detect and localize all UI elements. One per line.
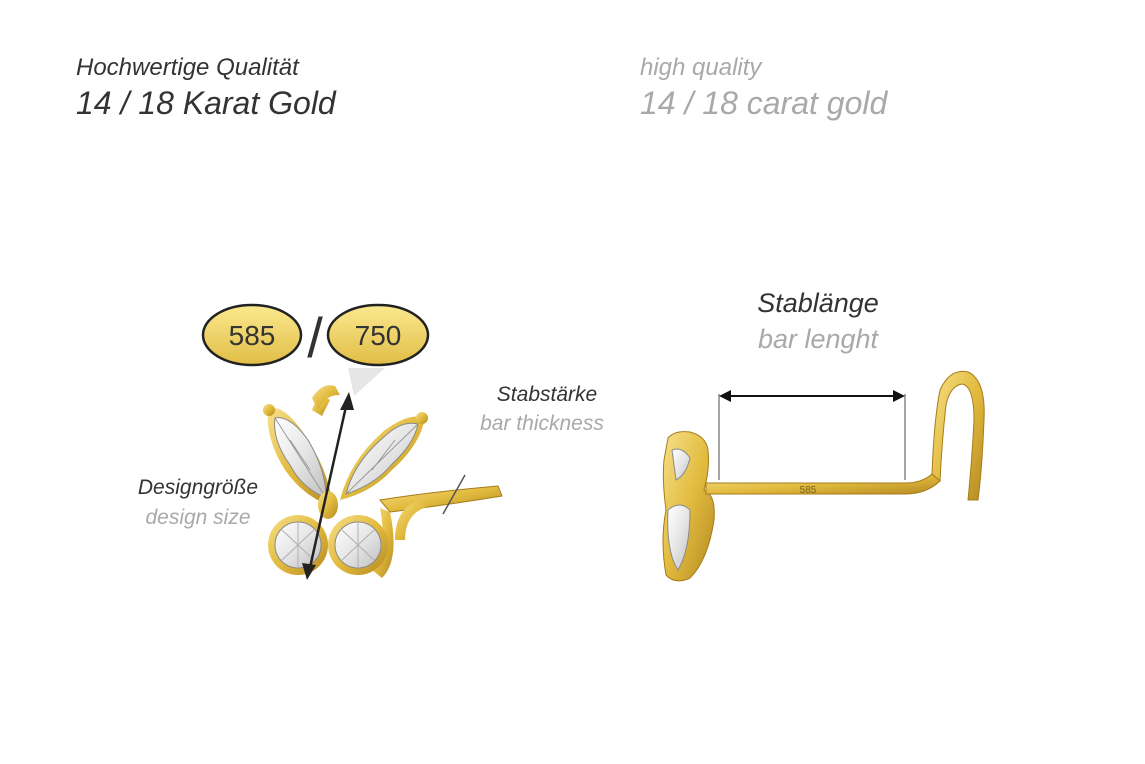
stamp-585-text: 585 [229, 320, 276, 351]
butterfly-front-view [263, 385, 503, 578]
bar-length-label-en: bar lenght [757, 324, 879, 354]
design-size-label-en: design size [145, 506, 251, 529]
bar-length-label-de: Stablänge [757, 288, 879, 318]
design-size-arrow [302, 392, 354, 580]
stamp-separator: / [307, 306, 323, 369]
design-size-label-de: Designgröße [137, 476, 259, 499]
nose-stud-side-view: 585 [662, 370, 985, 582]
quality-label-en: high quality [640, 54, 762, 81]
stamp-585: 585 [201, 303, 303, 367]
bar-hallmark: 585 [800, 485, 817, 496]
bar-thickness-label-en: bar thickness [480, 412, 604, 435]
stamp-750-text: 750 [355, 320, 402, 351]
quality-label-de: Hochwertige Qualität [76, 54, 299, 81]
bar-thickness-pointer [442, 474, 466, 515]
gold-karat-label-de: 14 / 18 Karat Gold [76, 85, 336, 121]
gold-karat-label-en: 14 / 18 carat gold [640, 85, 888, 121]
stamp-pointer [348, 368, 385, 396]
bar-thickness-label-de: Stabstärke [496, 383, 598, 406]
stamp-750: 750 [326, 303, 430, 367]
